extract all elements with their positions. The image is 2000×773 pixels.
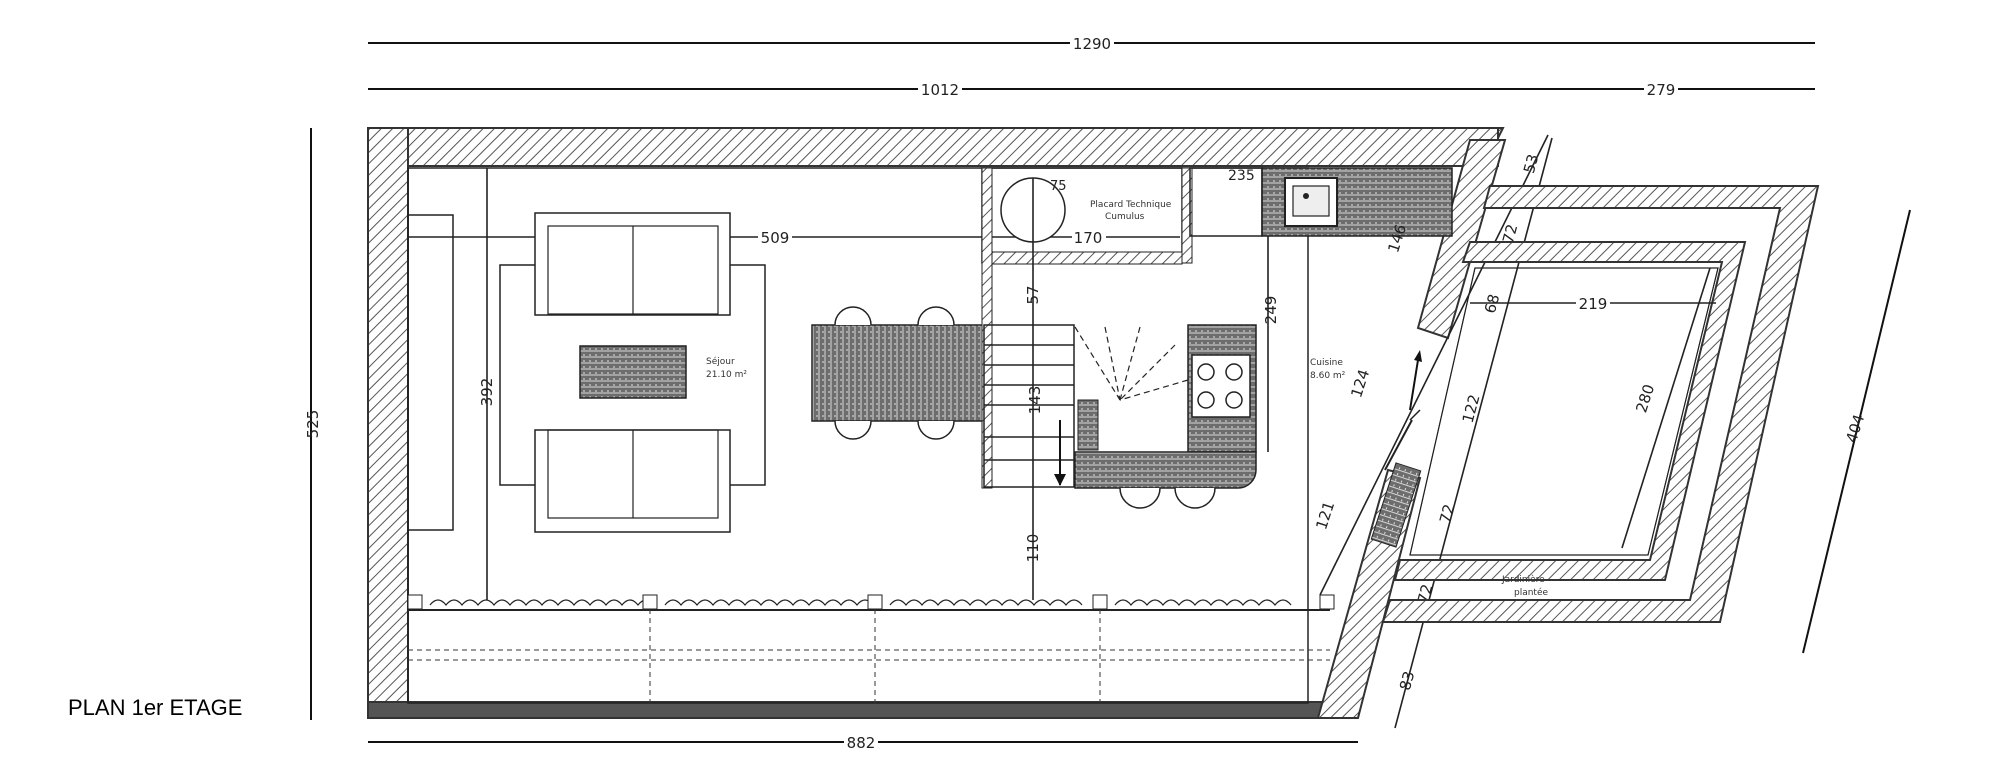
arrow-icon xyxy=(1054,420,1066,486)
sliding-door xyxy=(1370,409,1422,548)
dimension-label-72-a: 72 xyxy=(1499,222,1521,245)
dimension-label-279: 279 xyxy=(1647,81,1676,99)
dimension-label-882: 882 xyxy=(847,734,876,752)
sink-icon xyxy=(1284,177,1338,227)
dining-table xyxy=(811,324,985,422)
dimension-label-404: 404 xyxy=(1842,412,1868,445)
placard-label-line1: Placard Technique xyxy=(1090,200,1172,210)
jardiniere-label-line2: plantée xyxy=(1514,587,1548,598)
technical-closet xyxy=(981,167,1193,489)
dimension-planter-outer: 404 xyxy=(1802,209,1911,654)
room-label-cuisine: Cuisine xyxy=(1310,358,1343,368)
dimension-label-110: 110 xyxy=(1024,534,1042,563)
dimension-label-509: 509 xyxy=(761,229,790,247)
dimension-total-height: 525 xyxy=(304,128,322,720)
room-area-cuisine: 8.60 m² xyxy=(1310,371,1346,381)
chair-icon xyxy=(1119,487,1216,509)
cooktop-icon xyxy=(1191,354,1251,418)
arrow-icon xyxy=(1409,350,1422,411)
chair-icon xyxy=(834,306,955,440)
sofa-icon xyxy=(534,429,731,533)
dimension-label-57: 57 xyxy=(1024,285,1042,304)
room-area-sejour: 21.10 m² xyxy=(706,370,747,380)
dimension-label-219: 219 xyxy=(1579,295,1608,313)
dimension-label-1290: 1290 xyxy=(1073,35,1111,53)
drawing-title: PLAN 1er ETAGE xyxy=(68,695,242,720)
dimension-living-height: 392 xyxy=(478,168,496,600)
dimension-main-width: 1012 279 xyxy=(368,79,1815,99)
dimension-label-72-b: 72 xyxy=(1436,502,1458,525)
dimension-label-170: 170 xyxy=(1074,229,1103,247)
dimension-label-525: 525 xyxy=(304,410,322,439)
dimension-bottom-width: 882 xyxy=(368,732,1358,752)
dimension-label-53: 53 xyxy=(1520,152,1542,175)
dimension-label-235: 235 xyxy=(1228,168,1255,184)
room-label-sejour: Séjour xyxy=(706,356,735,367)
dimension-total-width: 1290 xyxy=(368,33,1815,53)
window-wall xyxy=(407,594,1335,705)
fridge xyxy=(1189,167,1263,237)
dimension-label-392: 392 xyxy=(478,378,496,407)
dimension-label-280: 280 xyxy=(1632,382,1658,415)
exterior-walls xyxy=(367,127,1507,719)
dimension-label-75: 75 xyxy=(1050,179,1067,194)
staircase-icon xyxy=(983,324,1189,488)
dimension-label-249: 249 xyxy=(1262,296,1280,325)
dimension-label-121: 121 xyxy=(1312,499,1338,532)
dimension-label-143: 143 xyxy=(1026,386,1044,415)
placard-label-line2: Cumulus xyxy=(1105,212,1145,222)
dimension-label-124: 124 xyxy=(1347,367,1373,400)
dimension-diagonal-inner xyxy=(1319,134,1553,729)
jardiniere-label-line1: Jardinière xyxy=(1501,574,1545,585)
dimension-living-depth: 509 xyxy=(408,228,1180,247)
dimension-label-122: 122 xyxy=(1459,393,1484,425)
dimension-label-1012: 1012 xyxy=(921,81,959,99)
sofa-icon xyxy=(534,212,731,316)
coffee-table xyxy=(579,345,687,399)
planter-box xyxy=(1381,185,1820,623)
bench xyxy=(407,214,454,531)
dimension-label-83: 83 xyxy=(1396,669,1418,692)
